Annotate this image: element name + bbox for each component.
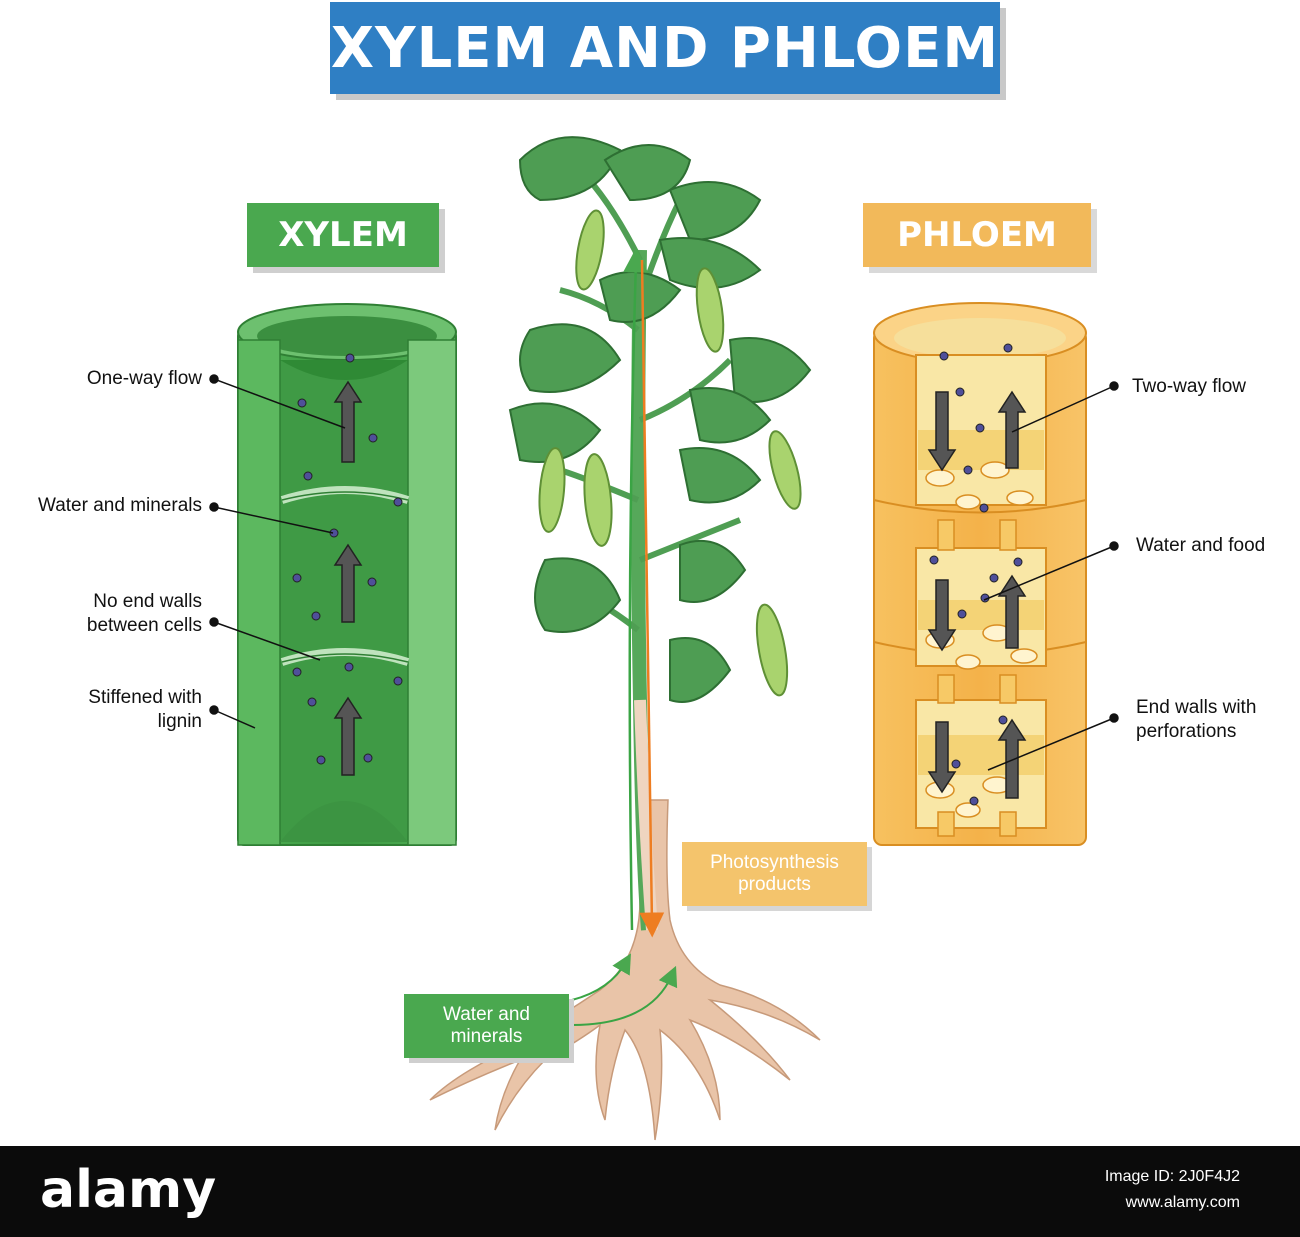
xylem-tube [237,303,457,846]
brand-logo: alamy [40,1160,217,1220]
phloem-tag: PHLOEM [863,203,1091,267]
xylem-leaders [209,374,346,729]
label-stiffened-line2: lignin [157,711,202,732]
label-two-way-flow: Two-way flow [1132,376,1247,397]
label-one-way-flow: One-way flow [86,368,202,389]
photosynthesis-line2: products [738,874,811,895]
footer-url: www.alamy.com [1125,1194,1240,1211]
footer-bar: alamy Image ID: 2J0F4J2 www.alamy.com [0,1146,1300,1237]
label-no-end-walls: No end walls between cells [20,590,202,638]
water-box-line1: Water and [443,1004,530,1025]
label-water-and-food: Water and food [1136,535,1266,556]
phloem-leaders [983,381,1119,771]
page-title: XYLEM AND PHLOEM [330,15,1000,81]
label-end-walls-line2: perforations [1136,721,1237,742]
footer-meta: Image ID: 2J0F4J2 www.alamy.com [1105,1164,1240,1216]
title-banner: XYLEM AND PHLOEM [330,2,1000,94]
label-no-end-walls-line1: No end walls [93,591,202,612]
photosynthesis-line1: Photosynthesis [710,852,839,873]
label-end-walls: End walls with perforations [1136,696,1300,744]
water-box-line2: minerals [450,1026,523,1047]
water-and-minerals-box: Water and minerals [404,994,569,1058]
image-id: Image ID: 2J0F4J2 [1104,1168,1240,1185]
label-end-walls-line1: End walls with [1136,697,1257,718]
plant [429,136,821,1141]
phloem-tube [873,302,1087,846]
xylem-tag: XYLEM [247,203,439,267]
label-stiffened: Stiffened with lignin [20,686,202,734]
photosynthesis-products-box: Photosynthesis products [682,842,867,906]
label-stiffened-line1: Stiffened with [88,687,202,708]
label-no-end-walls-line2: between cells [86,615,202,636]
label-water-and-minerals: Water and minerals [37,495,202,516]
diagram-illustration [209,136,1119,1141]
